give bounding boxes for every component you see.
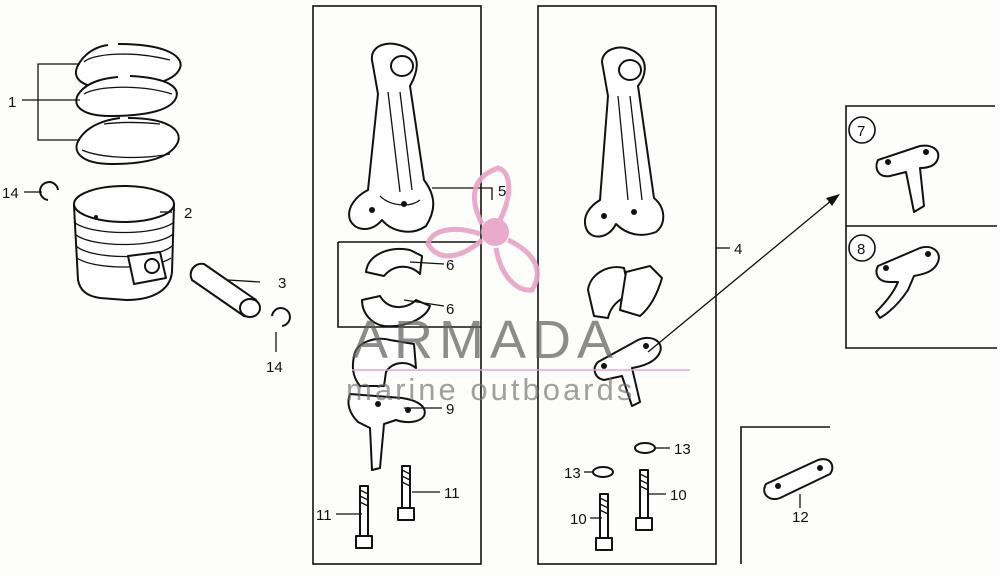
circlip-upper — [39, 181, 59, 201]
variant-8-deflector — [875, 246, 940, 319]
piston-rings — [74, 43, 182, 165]
piston-pin — [189, 262, 261, 318]
circlip-lower — [271, 307, 291, 327]
callout-13-left: 13 — [564, 465, 581, 482]
callout-14-bottom: 14 — [266, 359, 283, 376]
callout-12: 12 — [792, 509, 809, 526]
watermark-brand: ARMADA — [352, 310, 619, 370]
tab-plate-12 — [763, 458, 834, 500]
frame-conrod-left — [312, 5, 482, 565]
rod-cap-right — [593, 336, 662, 407]
callout-8: 8 — [857, 241, 865, 258]
variant-7-deflector — [875, 144, 940, 213]
callout-13-right: 13 — [674, 441, 691, 458]
connecting-rod-left — [348, 42, 435, 233]
callout-1: 1 — [8, 94, 16, 111]
callout-14-top: 14 — [2, 185, 19, 202]
callout-9: 9 — [446, 401, 454, 418]
callout-6-upper: 6 — [446, 257, 454, 274]
bolts-11 — [355, 465, 415, 549]
callout-6-lower: 6 — [446, 301, 454, 318]
piston — [73, 185, 175, 301]
callout-3: 3 — [278, 275, 286, 292]
callout-11-right: 11 — [444, 485, 460, 502]
frame-variants — [845, 105, 997, 349]
watermark-tagline: marine outboards — [346, 372, 635, 407]
frame-conrod-right — [537, 5, 717, 565]
callout-10-left: 10 — [570, 511, 587, 528]
callout-4: 4 — [734, 241, 742, 258]
propeller-logo — [425, 165, 540, 293]
bearing-right — [587, 265, 663, 319]
bolts-10 — [595, 469, 653, 551]
variant-arrowhead — [826, 194, 840, 206]
frame-part-12 — [740, 426, 830, 564]
leader-lines — [22, 63, 801, 519]
variant-8-circle — [848, 234, 876, 262]
frames — [312, 5, 997, 565]
frame-bearing-bottom — [337, 242, 481, 328]
bearing-shells — [361, 248, 431, 328]
callouts: 1 2 3 14 14 5 6 6 9 11 11 4 13 13 10 10 … — [2, 94, 865, 528]
variant-arrow — [647, 199, 833, 353]
callout-11-left: 11 — [316, 507, 332, 524]
callout-7: 7 — [857, 123, 865, 140]
connecting-rod-right — [584, 46, 665, 238]
rod-cap-left — [347, 337, 426, 471]
callout-10-right: 10 — [670, 487, 687, 504]
callout-5: 5 — [498, 183, 506, 200]
watermark: ARMADA marine outboards — [346, 165, 690, 407]
variant-7-circle — [848, 116, 876, 144]
callout-2: 2 — [184, 205, 192, 222]
